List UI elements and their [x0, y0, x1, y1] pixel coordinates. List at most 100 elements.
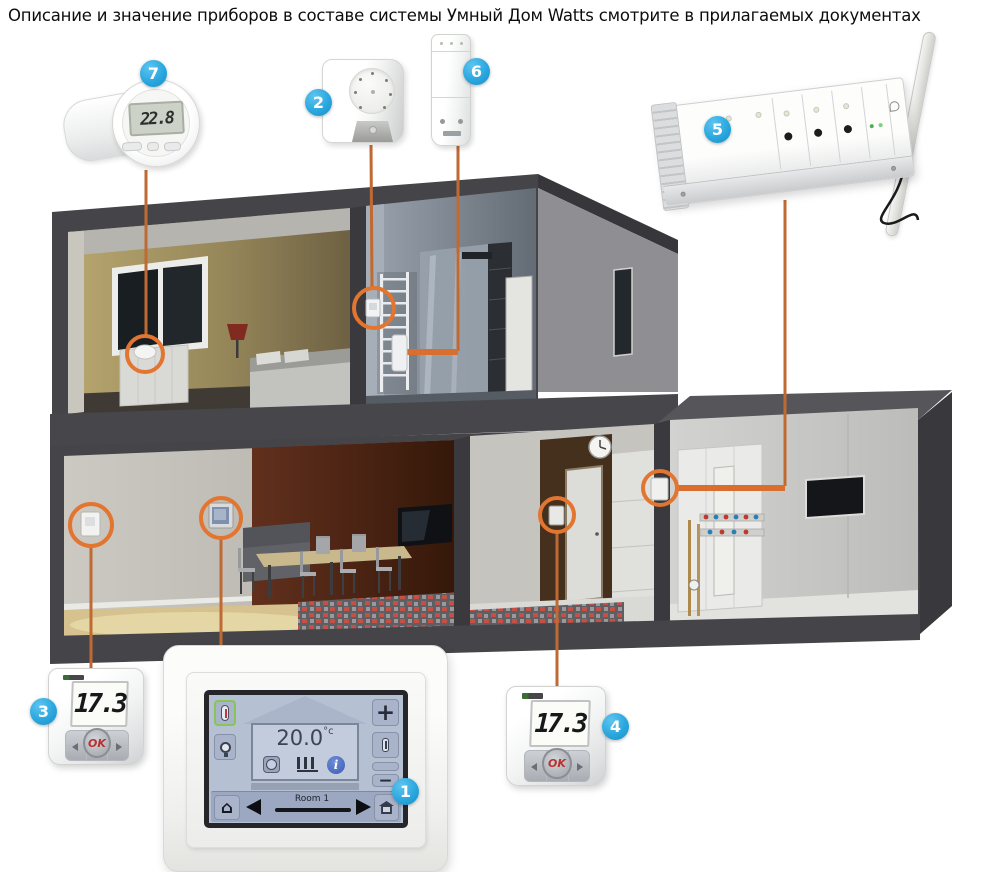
mini-kitchen-thermostat	[548, 505, 565, 526]
thermometer-icon	[221, 705, 229, 721]
gable-window	[613, 267, 633, 357]
shower-head	[462, 252, 492, 259]
screw	[890, 165, 897, 172]
dial-thermostat-device	[322, 59, 404, 143]
ok-button: OK	[82, 727, 112, 759]
vent-hole	[450, 42, 453, 45]
badge-1: 1	[392, 778, 419, 805]
home-button: ⌂	[214, 795, 240, 820]
power-led	[869, 123, 874, 129]
thermostat-button	[369, 126, 377, 134]
antenna-cable	[879, 165, 920, 225]
badge-6: 6	[463, 58, 490, 85]
minus-button: −	[372, 770, 399, 791]
next-room-arrow	[356, 799, 371, 815]
ring-kitchen-thermostat	[538, 496, 576, 534]
prev-room-arrow	[246, 799, 261, 815]
temperature-unit: °c	[323, 726, 334, 737]
vent-hole	[460, 42, 463, 45]
in-room-devices	[80, 298, 669, 537]
status-led	[812, 106, 820, 114]
progress-bar	[251, 783, 359, 790]
receiver-button	[440, 119, 445, 124]
minus-key	[71, 742, 78, 751]
pressure-gauge	[688, 579, 700, 591]
setpoint-mode-button	[372, 732, 399, 758]
ok-label: OK	[87, 736, 106, 750]
thermostat-lcd: 17.3	[69, 681, 129, 727]
touchscreen-device: 20.0°c i + − ⌂	[163, 645, 448, 872]
master-receiver-device	[650, 30, 988, 245]
spacer-key	[372, 762, 399, 771]
digital-thermostat-kitchen-device: 17.3 OK	[506, 686, 606, 786]
badge-3: 3	[30, 698, 57, 725]
ok-label: OK	[548, 756, 566, 770]
utility-window	[805, 474, 865, 520]
watts-logo	[521, 692, 544, 699]
upper-floor	[52, 174, 678, 424]
status-led	[783, 110, 790, 117]
room-label: Room 1	[294, 794, 330, 804]
status-led	[842, 102, 850, 110]
heating-manifold	[688, 513, 765, 616]
ok-button: OK	[542, 747, 572, 780]
watts-logo	[443, 131, 461, 136]
bathroom-door	[505, 275, 533, 399]
temperature-value: 20.0	[276, 726, 324, 750]
right-arrow-key	[163, 141, 182, 152]
radiator-head-lcd: 22.8	[128, 100, 185, 137]
plus-key	[115, 742, 122, 751]
heating-icon	[297, 757, 300, 769]
utility-room	[670, 408, 918, 632]
digital-thermostat-living-device: 17.3 OK	[48, 668, 144, 765]
house-body-icon: 20.0°c i	[251, 723, 359, 781]
clock-icon	[263, 756, 280, 773]
status-led	[755, 111, 762, 119]
receiver-button	[458, 119, 463, 124]
light-button	[214, 734, 236, 760]
plus-key	[577, 762, 584, 771]
ring-radiator-head	[125, 334, 165, 374]
screw	[680, 191, 686, 197]
bathroom-receiver-device	[431, 34, 471, 146]
ring-touchscreen	[199, 496, 243, 540]
room-slider	[275, 808, 351, 812]
mini-radiator-head	[133, 344, 157, 360]
temperature-reading: 17.3	[73, 689, 126, 720]
plus-button: +	[372, 699, 399, 726]
home-icon: ⌂	[220, 797, 234, 818]
ring-bathroom-thermostat	[352, 286, 396, 330]
middle-key	[146, 141, 160, 152]
navigation-bar: ⌂ Room 1	[211, 791, 401, 822]
temperature-display: 20.0°c	[253, 726, 357, 750]
marker-rings	[68, 286, 679, 548]
comfort-mode-button	[214, 700, 236, 726]
shower-glass	[420, 244, 488, 402]
ok-button	[813, 128, 823, 138]
plus-glyph: +	[375, 699, 396, 726]
mini-towel-receiver	[391, 334, 408, 372]
info-icon: i	[327, 756, 345, 774]
connector-lines	[89, 140, 787, 692]
living-room	[64, 440, 462, 652]
touchscreen-screen: 20.0°c i + − ⌂	[204, 690, 408, 828]
zones-icon	[379, 801, 394, 814]
thermostat-dial	[349, 68, 395, 114]
watts-logo	[63, 674, 84, 681]
bedroom	[68, 208, 352, 416]
bedside-lamp	[227, 324, 248, 340]
ring-living-thermostat	[68, 502, 114, 548]
house-roof-icon	[243, 696, 367, 724]
minus-glyph: −	[378, 770, 393, 791]
mini-utility-receiver	[650, 477, 669, 501]
temperature-reading: 17.3	[533, 708, 586, 739]
kitchen-door	[565, 464, 603, 604]
radiator-head-device: 22.8	[59, 78, 214, 178]
setpoint-icon	[382, 738, 389, 752]
badge-5: 5	[704, 116, 731, 143]
badge-2: 2	[305, 89, 332, 116]
minus-key	[530, 762, 537, 771]
dining-table	[256, 546, 412, 567]
